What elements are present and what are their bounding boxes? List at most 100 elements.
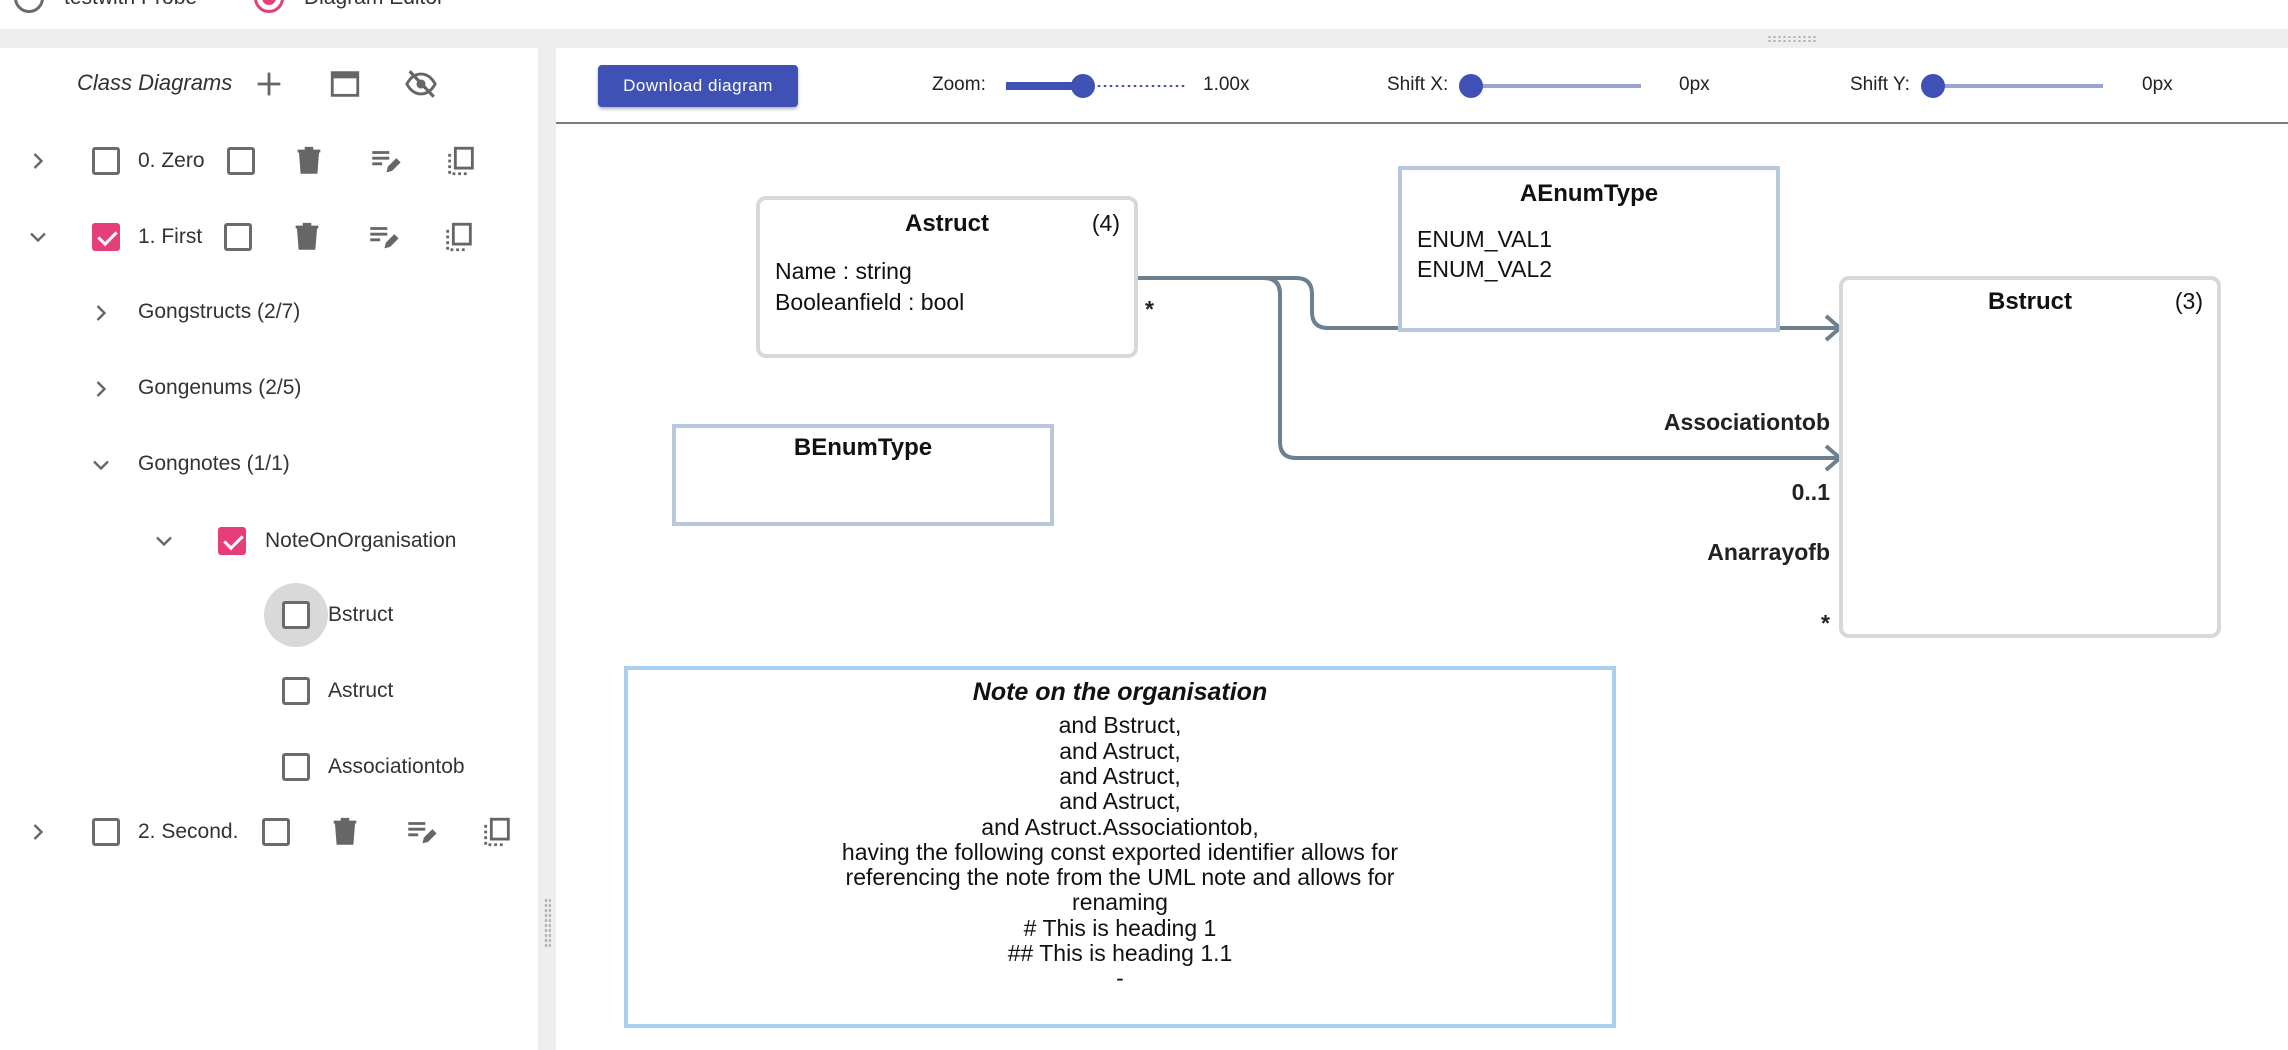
diagram-0-rename-button[interactable] (365, 141, 405, 181)
diagram-0-label[interactable]: 0. Zero (138, 149, 205, 172)
expand-diagram-0[interactable] (23, 146, 53, 176)
association-target-multiplicity: * (1821, 610, 1830, 636)
delete-icon (297, 146, 321, 174)
note-line: referencing the note from the UML note a… (845, 864, 1395, 890)
radio-testwith-probe[interactable]: testwith Probe (14, 0, 197, 14)
note-line: and Astruct.Associationtob, (981, 814, 1259, 840)
toggle-visibility-button[interactable] (401, 64, 441, 104)
association-target-multiplicity: 0..1 (1791, 479, 1830, 505)
slider-thumb[interactable] (1071, 74, 1096, 98)
diagram-canvas[interactable]: Astruct (4) Name : string Booleanfield :… (556, 126, 2288, 1050)
collapse-diagram-1[interactable] (23, 222, 53, 252)
download-diagram-button[interactable]: Download diagram (598, 65, 798, 107)
collapse-gongnotes[interactable] (86, 450, 116, 480)
zoom-label: Zoom: (932, 74, 986, 95)
note-line: # This is heading 1 (1023, 915, 1217, 941)
note-line: and Astruct, (1059, 763, 1181, 789)
chevron-down-icon (30, 232, 46, 243)
horizontal-splitter[interactable] (0, 29, 2288, 48)
diagram-2-rename-button[interactable] (401, 812, 441, 852)
shift-x-label: Shift X: (1387, 74, 1449, 95)
slider-track (1471, 84, 1641, 88)
delete-icon (295, 222, 319, 250)
enum-aenumtype[interactable]: AEnumType ENUM_VAL1 ENUM_VAL2 (1398, 166, 1780, 332)
add-icon (257, 72, 281, 96)
note-link-bstruct-label[interactable]: Bstruct (328, 603, 394, 626)
diagram-0-edit-checkbox[interactable] (227, 147, 255, 175)
association-name-anarrayofb[interactable]: Anarrayofb (1707, 539, 1830, 565)
shift-y-value: 0px (2142, 74, 2173, 95)
sidebar-title: Class Diagrams (77, 70, 233, 95)
note-line: - (1116, 965, 1124, 991)
radio-checked-icon (254, 0, 284, 13)
radio-label: Diagram Editor (304, 0, 444, 10)
note-link-astruct-checkbox[interactable] (282, 677, 310, 705)
diagram-0-checkbox[interactable] (92, 147, 120, 175)
slider-track (1933, 84, 2103, 88)
diagram-2-label[interactable]: 2. Second. (138, 820, 239, 843)
note-item-checkbox[interactable] (218, 527, 246, 555)
diagram-2-edit-checkbox[interactable] (262, 818, 290, 846)
chevron-down-icon (93, 460, 109, 471)
diagram-1-duplicate-button[interactable] (439, 217, 479, 257)
open-window-button[interactable] (325, 64, 365, 104)
expand-gongenums[interactable] (86, 374, 116, 404)
shift-x-slider[interactable] (1459, 74, 1641, 98)
chevron-right-icon (96, 381, 107, 397)
expand-diagram-2[interactable] (23, 817, 53, 847)
diagram-1-checkbox[interactable] (92, 223, 120, 251)
chevron-right-icon (96, 305, 107, 321)
diagram-1-edit-checkbox[interactable] (224, 223, 252, 251)
note-link-associationtob-checkbox[interactable] (282, 753, 310, 781)
slider-thumb[interactable] (1459, 74, 1483, 98)
slider-fill (1006, 82, 1084, 90)
association-link-associationtob[interactable] (1136, 276, 1840, 330)
class-field[interactable]: Name : string (775, 258, 912, 284)
expand-gongstructs[interactable] (86, 298, 116, 328)
zoom-slider[interactable] (1006, 74, 1186, 98)
diagram-1-delete-button[interactable] (287, 217, 327, 257)
diagram-2-delete-button[interactable] (325, 812, 365, 852)
sidebar: Class Diagrams 0. Zero 1. First Gongst (0, 48, 538, 1050)
class-title: Astruct (904, 210, 989, 237)
note-link-astruct-label[interactable]: Astruct (328, 679, 394, 702)
diagram-0-duplicate-button[interactable] (441, 141, 481, 181)
group-gongenums[interactable]: Gongenums (2/5) (138, 376, 302, 399)
diagram-toolbar: Download diagram Zoom: 1.00x Shift X: 0p… (556, 48, 2288, 124)
drag-grip-icon[interactable] (544, 898, 551, 948)
note-on-organisation[interactable]: Note on the organisation and Bstruct, an… (624, 666, 1616, 1028)
vertical-splitter[interactable] (538, 48, 556, 1050)
note-line: and Astruct, (1059, 738, 1181, 764)
class-bstruct[interactable]: Bstruct (3) (1839, 276, 2221, 638)
note-line: renaming (1072, 889, 1168, 915)
diagram-0-delete-button[interactable] (289, 141, 329, 181)
edit-note-icon (408, 822, 437, 844)
edit-note-icon (372, 151, 401, 173)
diagram-1-rename-button[interactable] (363, 217, 403, 257)
group-gongnotes[interactable]: Gongnotes (1/1) (138, 452, 290, 475)
note-item-label[interactable]: NoteOnOrganisation (265, 529, 457, 552)
note-link-associationtob-label[interactable]: Associationtob (328, 755, 465, 778)
class-count: (3) (2174, 288, 2203, 314)
shift-y-slider[interactable] (1921, 74, 2103, 98)
mode-radio-bar: testwith Probe Diagram Editor (0, 0, 2288, 29)
note-link-bstruct-checkbox[interactable] (282, 601, 310, 629)
enum-value[interactable]: ENUM_VAL1 (1417, 226, 1553, 252)
diagram-2-duplicate-button[interactable] (477, 812, 517, 852)
enum-benumtype[interactable]: BEnumType (672, 424, 1054, 526)
copy-icon (446, 222, 472, 252)
class-astruct[interactable]: Astruct (4) Name : string Booleanfield :… (756, 196, 1138, 358)
shift-y-label: Shift Y: (1850, 74, 1910, 95)
association-name-associationtob[interactable]: Associationtob (1663, 409, 1830, 435)
diagram-2-checkbox[interactable] (92, 818, 120, 846)
add-diagram-button[interactable] (249, 64, 289, 104)
group-gongstructs[interactable]: Gongstructs (2/7) (138, 300, 301, 323)
diagram-1-label[interactable]: 1. First (138, 225, 203, 248)
collapse-note-item[interactable] (149, 526, 179, 556)
enum-value[interactable]: ENUM_VAL2 (1417, 256, 1553, 282)
note-line: and Astruct, (1059, 788, 1181, 814)
radio-diagram-editor[interactable]: Diagram Editor (254, 0, 444, 14)
slider-thumb[interactable] (1921, 74, 1945, 98)
drag-grip-icon[interactable] (1767, 35, 1817, 42)
class-field[interactable]: Booleanfield : bool (775, 289, 965, 315)
